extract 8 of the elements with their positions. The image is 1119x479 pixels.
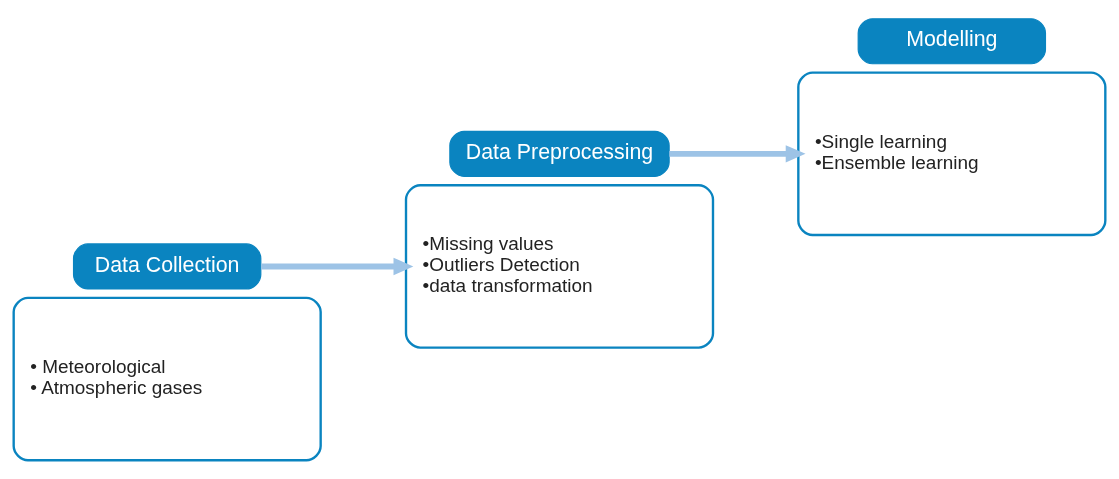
node-box: •Missing values •Outliers Detection •data transformation — [404, 184, 715, 349]
arrow — [261, 257, 414, 276]
node-box: •Single learning •Ensemble learning — [797, 71, 1107, 237]
node-box: Modelling — [857, 18, 1047, 65]
node-box: Data Collection — [72, 243, 262, 290]
arrow — [669, 145, 806, 163]
node-box: Data Preprocessing — [449, 130, 670, 177]
node-box: • Meteorological • Atmospheric gases — [12, 296, 322, 462]
